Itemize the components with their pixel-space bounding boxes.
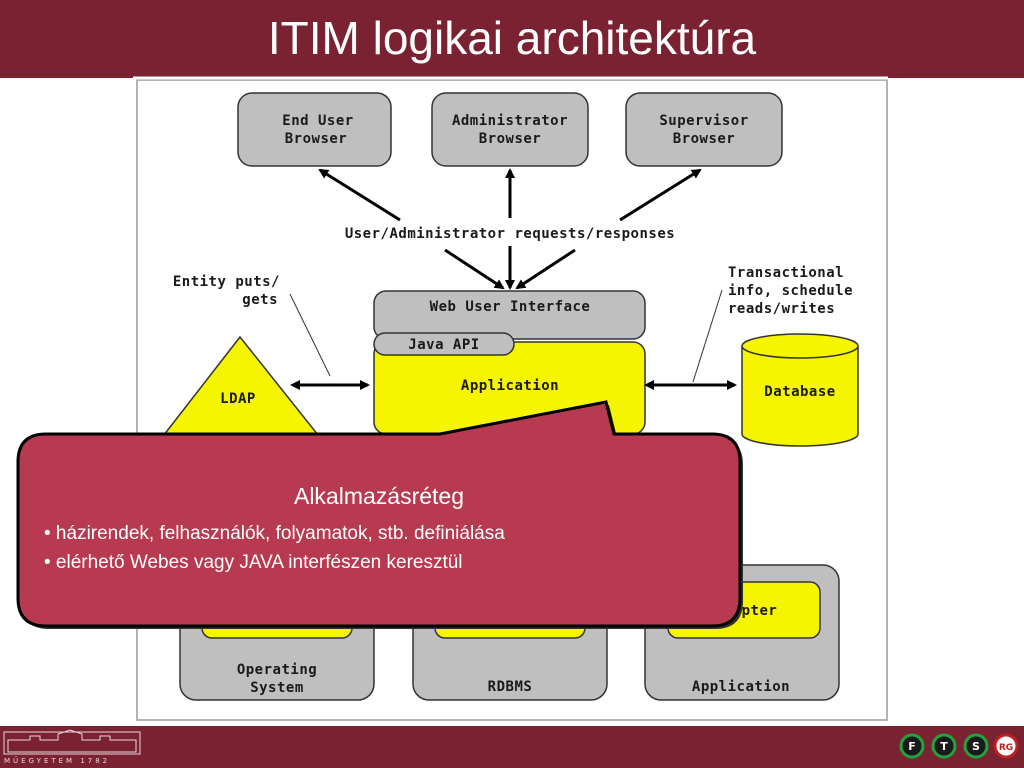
svg-text:reads/writes: reads/writes: [728, 301, 835, 317]
entity-label: Entity puts/ gets: [173, 274, 280, 308]
arrow-to-end-user: [318, 168, 401, 222]
svg-text:Browser: Browser: [673, 131, 736, 147]
svg-text:Transactional: Transactional: [728, 265, 844, 281]
svg-text:F: F: [908, 740, 916, 753]
slide-title: ITIM logikai architektúra: [267, 12, 757, 64]
application-label: Application: [461, 378, 559, 394]
svg-text:Operating: Operating: [237, 662, 317, 678]
svg-text:RG: RG: [999, 743, 1013, 753]
svg-text:T: T: [940, 740, 948, 753]
administrator-browser-box: Administrator Browser: [431, 92, 589, 167]
title-bar: [0, 0, 1024, 78]
svg-text:S: S: [972, 740, 980, 753]
database-cylinder: [741, 333, 859, 447]
ldap-label: LDAP: [220, 391, 256, 407]
svg-text:Supervisor: Supervisor: [659, 113, 748, 129]
svg-text:System: System: [250, 680, 304, 696]
t-badge-icon: [931, 733, 957, 759]
university-text: MŰEGYETEM 1782: [4, 757, 111, 765]
requests-label: User/Administrator requests/responses: [345, 226, 675, 242]
svg-text:Application: Application: [692, 679, 790, 695]
svg-text:Entity puts/: Entity puts/: [173, 274, 280, 290]
arrow-down-right: [515, 248, 576, 290]
database-label: Database: [764, 384, 835, 400]
f-badge-icon: [899, 733, 925, 759]
transactional-label: Transactional info, schedule reads/write…: [728, 265, 853, 317]
callout-title: Alkalmazásréteg: [293, 483, 465, 509]
university-logo: [3, 729, 141, 755]
supervisor-browser-box: Supervisor Browser: [625, 92, 783, 167]
svg-text:info, schedule: info, schedule: [728, 283, 853, 299]
svg-text:End User: End User: [282, 113, 353, 129]
callout-bullet-2: • elérhető Webes vagy JAVA interfészen k…: [44, 552, 463, 573]
callout-shape: [16, 400, 743, 629]
arrow-down-left: [444, 248, 505, 290]
svg-text:RDBMS: RDBMS: [488, 679, 533, 695]
svg-text:Administrator: Administrator: [452, 113, 568, 129]
rg-badge-icon: [993, 733, 1019, 759]
svg-text:Browser: Browser: [285, 131, 348, 147]
java-api-box: [373, 332, 515, 356]
svg-text:gets: gets: [242, 292, 278, 308]
arrow-to-supervisor: [619, 168, 702, 222]
web-user-interface-label: Web User Interface: [430, 299, 591, 315]
callout-bullet-1: • házirendek, felhasználók, folyamatok, …: [44, 523, 505, 544]
java-api-label: Java API: [408, 337, 479, 353]
s-badge-icon: [963, 733, 989, 759]
adapter-label: apter: [733, 603, 778, 619]
svg-text:Browser: Browser: [479, 131, 542, 147]
fts-logo: F T S RG: [899, 733, 1019, 759]
end-user-browser-box: End User Browser: [237, 92, 392, 167]
